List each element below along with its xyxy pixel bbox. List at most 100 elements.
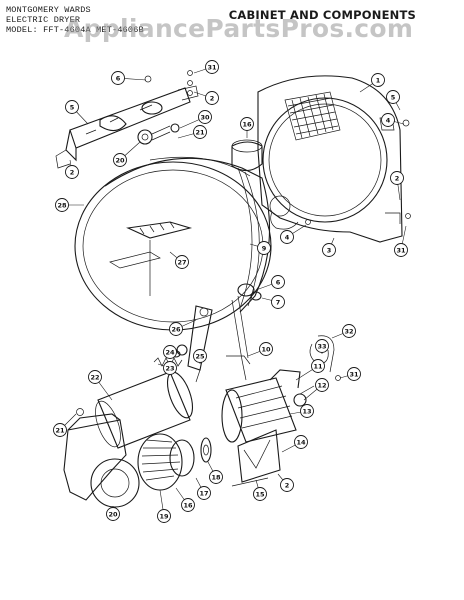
callout-number: 31 <box>396 247 406 255</box>
callout-17: 17 <box>195 477 211 500</box>
callout-bubble <box>198 110 212 124</box>
callout-14: 14 <box>281 435 308 453</box>
vent-grid <box>284 91 341 141</box>
callout-number: 13 <box>302 408 311 416</box>
callout-bubble <box>271 295 285 309</box>
callout-bubble <box>240 117 254 131</box>
callout-30: 30 <box>179 110 212 129</box>
callout-bubble <box>181 498 195 512</box>
callout-13: 13 <box>289 404 314 418</box>
callout-bubble <box>209 470 223 484</box>
callout-number: 17 <box>199 490 208 498</box>
callout-22: 22 <box>88 370 113 401</box>
callout-number: 23 <box>165 365 174 373</box>
callout-bubble <box>106 507 120 521</box>
callout-10: 10 <box>247 342 273 357</box>
callout-25: 25 <box>193 349 207 364</box>
callout-bubble <box>322 243 336 257</box>
callout-32: 32 <box>331 324 356 339</box>
callout-bubble <box>386 90 400 104</box>
callout-2: 2 <box>65 159 79 179</box>
callout-number: 9 <box>262 245 267 253</box>
callout-bubble <box>259 342 273 356</box>
callout-number: 4 <box>285 234 290 242</box>
callout-number: 28 <box>57 202 67 210</box>
callout-6: 6 <box>255 275 285 291</box>
callout-number: 2 <box>285 482 290 490</box>
callout-bubble <box>53 423 67 437</box>
callout-number: 31 <box>207 64 217 72</box>
watermark: AppliancePartsPros.com <box>64 14 414 43</box>
idler-pulley <box>237 283 262 301</box>
callout-2: 2 <box>193 91 219 105</box>
callout-5: 5 <box>386 90 401 111</box>
callout-15: 15 <box>253 479 267 501</box>
model-info: MONTGOMERY WARDS ELECTRIC DRYER MODEL: F… <box>6 5 144 35</box>
callout-number: 25 <box>195 353 205 361</box>
callout-bubble <box>294 435 308 449</box>
callout-bubble <box>55 198 69 212</box>
callout-2: 2 <box>390 171 404 201</box>
callout-33: 33 <box>315 339 329 354</box>
brand-line: MONTGOMERY WARDS <box>6 5 91 15</box>
idler-arm <box>187 305 213 383</box>
callout-bubble <box>169 322 183 336</box>
rear-bulkhead <box>257 75 403 243</box>
drive-motor <box>221 369 315 443</box>
callout-9: 9 <box>249 241 271 255</box>
callout-bubble <box>113 153 127 167</box>
callout-number: 2 <box>210 95 215 103</box>
callout-bubble <box>205 60 219 74</box>
callout-number: 21 <box>55 427 65 435</box>
callout-number: 21 <box>195 129 205 137</box>
callout-number: 11 <box>313 363 323 371</box>
callout-bubble <box>280 230 294 244</box>
callout-bubble <box>157 509 171 523</box>
section-title: CABINET AND COMPONENTS <box>228 8 416 22</box>
callout-20: 20 <box>113 141 141 167</box>
callout-number: 10 <box>261 346 271 354</box>
callout-31: 31 <box>193 60 219 74</box>
callout-7: 7 <box>261 295 285 309</box>
lint-filter-housing <box>231 139 263 172</box>
callout-bubble <box>371 73 385 87</box>
blower-seal <box>200 437 212 463</box>
callout-12: 12 <box>303 378 329 401</box>
callout-3: 3 <box>322 237 336 257</box>
callout-number: 20 <box>115 157 125 165</box>
callout-31: 31 <box>394 225 408 257</box>
callout-bubble <box>347 367 361 381</box>
callout-bubble <box>65 100 79 114</box>
callout-bubble <box>175 255 189 269</box>
callout-number: 32 <box>344 328 353 336</box>
drum <box>74 156 272 331</box>
callout-4: 4 <box>381 113 405 127</box>
callout-5: 5 <box>65 100 89 125</box>
callout-bubble <box>271 275 285 289</box>
callout-18: 18 <box>207 461 223 484</box>
callout-bubble <box>205 91 219 105</box>
callout-number: 5 <box>70 104 75 112</box>
callout-number: 14 <box>296 439 306 447</box>
callout-24: 24 <box>163 345 179 359</box>
callout-number: 1 <box>376 77 381 85</box>
callout-19: 19 <box>157 489 171 523</box>
blower-wheel <box>137 433 195 491</box>
callout-16: 16 <box>175 487 195 512</box>
callout-20: 20 <box>106 506 120 521</box>
callout-number: 12 <box>317 382 326 390</box>
callout-bubble <box>65 165 79 179</box>
callout-28: 28 <box>55 198 84 212</box>
callout-number: 24 <box>165 349 175 357</box>
callout-number: 6 <box>276 279 281 287</box>
callout-bubble <box>253 487 267 501</box>
screws <box>76 70 411 416</box>
callout-23: 23 <box>157 361 177 375</box>
callout-bubble <box>300 404 314 418</box>
blower-housing <box>63 413 140 508</box>
callout-number: 30 <box>200 114 210 122</box>
callout-bubble <box>197 486 211 500</box>
callout-2: 2 <box>277 473 294 492</box>
callout-number: 26 <box>171 326 181 334</box>
